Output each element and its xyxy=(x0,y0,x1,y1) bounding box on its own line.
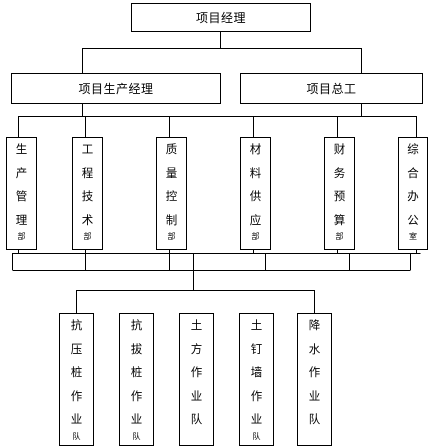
team-char: 桩 xyxy=(130,365,143,379)
department-char: 部 xyxy=(17,232,26,241)
team-char: 作 xyxy=(250,388,263,403)
production-manager-box: 项目生产经理 xyxy=(11,73,221,104)
department-char: 部 xyxy=(335,232,344,241)
department-char: 产 xyxy=(15,165,28,180)
department-box-production-management: 生 产 管 理 部 xyxy=(6,137,37,250)
department-char: 室 xyxy=(409,232,417,241)
team-char: 压 xyxy=(70,341,83,356)
department-char: 合 xyxy=(407,165,419,180)
department-char: 程 xyxy=(81,165,94,180)
department-box-engineering-technology: 工 程 技 术 部 xyxy=(72,137,103,250)
team-box-compression-pile: 抗 压 桩 作 业 队 xyxy=(59,313,94,446)
project-manager-label: 项目经理 xyxy=(195,11,246,25)
team-char: 队 xyxy=(252,431,261,441)
team-char: 队 xyxy=(132,431,141,441)
team-char: 作 xyxy=(190,365,203,379)
chief-engineer-box: 项目总工 xyxy=(240,73,423,104)
team-char: 降 xyxy=(308,318,321,332)
department-char: 部 xyxy=(167,232,176,241)
team-box-earthwork: 土 方 作 业 队 xyxy=(179,313,214,446)
department-char: 部 xyxy=(83,232,92,241)
department-char: 务 xyxy=(333,165,346,180)
department-box-general-office: 综 合 办 公 室 xyxy=(398,137,428,250)
department-char: 工 xyxy=(81,142,94,156)
team-char: 钉 xyxy=(250,341,263,356)
department-char: 财 xyxy=(333,142,346,156)
department-char: 管 xyxy=(15,189,28,203)
production-manager-label: 项目生产经理 xyxy=(78,82,154,96)
team-char: 业 xyxy=(308,388,321,403)
team-box-uplift-pile: 抗 拔 桩 作 业 队 xyxy=(119,313,154,446)
department-char: 生 xyxy=(15,142,28,156)
team-char: 作 xyxy=(70,388,83,403)
team-char: 队 xyxy=(308,412,321,426)
department-char: 应 xyxy=(249,212,262,227)
team-char: 业 xyxy=(130,412,143,426)
department-char: 技 xyxy=(81,189,94,203)
team-char: 作 xyxy=(130,388,143,403)
department-char: 综 xyxy=(407,142,419,156)
department-char: 算 xyxy=(333,212,346,227)
team-char: 业 xyxy=(70,412,83,426)
team-char: 作 xyxy=(308,365,321,379)
department-char: 办 xyxy=(407,189,419,203)
team-char: 拔 xyxy=(130,341,143,356)
team-char: 水 xyxy=(308,341,321,356)
team-char: 业 xyxy=(190,388,203,403)
team-char: 队 xyxy=(72,431,81,441)
department-box-quality-control: 质 量 控 制 部 xyxy=(156,137,187,250)
team-char: 业 xyxy=(250,412,263,426)
department-char: 供 xyxy=(249,189,262,203)
department-char: 理 xyxy=(15,212,28,227)
department-char: 公 xyxy=(407,212,419,227)
project-manager-box: 项目经理 xyxy=(131,3,311,32)
team-char: 队 xyxy=(190,412,203,426)
department-char: 料 xyxy=(249,165,262,180)
department-box-finance-budget: 财 务 预 算 部 xyxy=(324,137,355,250)
team-box-soil-nail-wall: 土 钉 墙 作 业 队 xyxy=(239,313,274,446)
team-char: 方 xyxy=(190,341,203,356)
department-char: 控 xyxy=(165,189,178,203)
department-char: 预 xyxy=(333,189,346,203)
team-char: 抗 xyxy=(130,318,143,332)
team-char: 抗 xyxy=(70,318,83,332)
team-char: 桩 xyxy=(70,365,83,379)
department-char: 量 xyxy=(165,165,178,180)
department-char: 术 xyxy=(81,212,94,227)
department-char: 制 xyxy=(165,212,178,227)
department-char: 部 xyxy=(251,232,260,241)
team-char: 墙 xyxy=(250,365,263,379)
department-char: 材 xyxy=(249,142,262,156)
team-char: 土 xyxy=(250,318,263,332)
team-box-dewatering: 降 水 作 业 队 xyxy=(297,313,332,446)
chief-engineer-label: 项目总工 xyxy=(306,82,357,96)
department-char: 质 xyxy=(165,142,178,156)
team-char: 土 xyxy=(190,318,203,332)
department-box-material-supply: 材 料 供 应 部 xyxy=(240,137,271,250)
